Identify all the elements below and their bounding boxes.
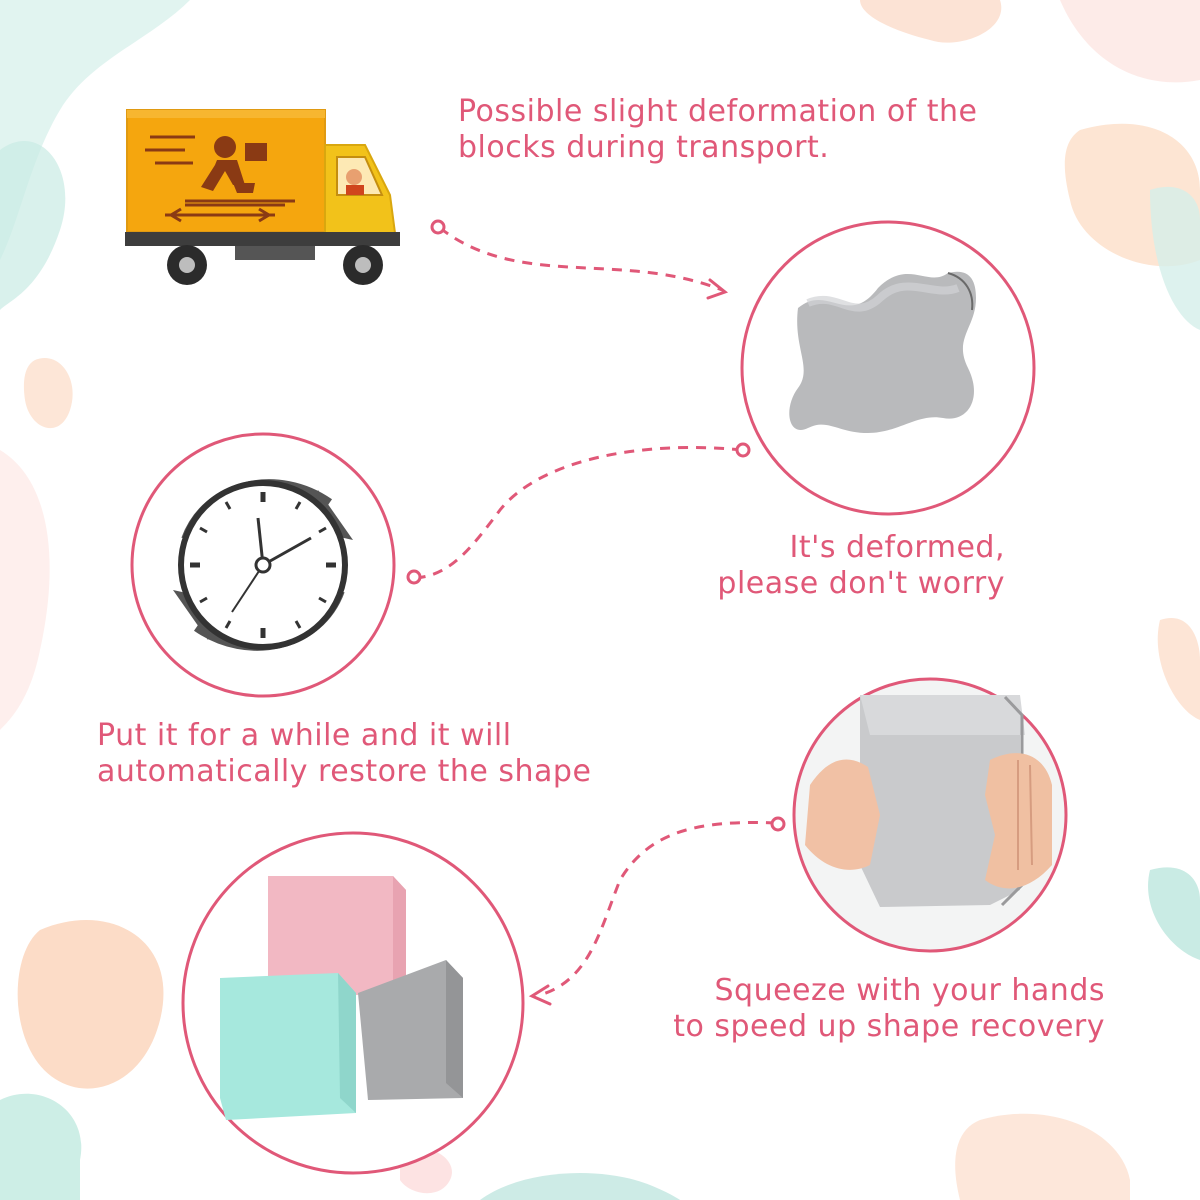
caption-squeeze-hands: Squeeze with your hands to speed up shap… [660,973,1105,1045]
caption-line: please don't worry [717,566,1005,601]
connector-dot-4 [770,816,786,832]
deformed-cube-image [740,220,1036,516]
arrowhead-1 [706,278,729,300]
mint-block [220,973,356,1120]
caption-line: Possible slight deformation of the [458,94,978,129]
foam-blocks-image [181,831,525,1175]
blob-bottom-center-mint [480,1173,680,1200]
blob-right-mint [1150,186,1200,330]
caption-restore-shape: Put it for a while and it will automatic… [97,718,591,790]
connector-dot-3 [406,569,422,585]
caption-line: to speed up shape recovery [673,1009,1105,1044]
clock-second-hand [231,564,264,613]
blob-top-left [0,0,190,260]
delivery-truck-icon [125,109,400,285]
clock-icon [130,432,396,698]
blob-left-peach-small [23,358,73,429]
caption-deformed-dont-worry: It's deformed, please don't worry [700,530,1005,602]
blob-top-peach [860,0,1002,43]
blob-bottom-right-peach [955,1113,1130,1200]
caption-line: blocks during transport. [458,130,830,165]
connector-dot-1 [430,219,446,235]
blob-bottom-right-mint [1148,867,1200,960]
blob-bottom-left-mint [0,1093,82,1200]
pink-block [268,876,406,998]
arrow-cube-to-clock [415,446,743,580]
blob-top-right-pink [1060,0,1200,83]
arrow-truck-to-cube [439,226,723,292]
blob-left-pink-large [0,450,50,730]
arrowhead-2 [528,984,552,1006]
clock-minute-hand [262,536,312,567]
caption-line: Squeeze with your hands [714,973,1105,1008]
gray-block [358,960,463,1100]
blob-right-peach-mid [1157,618,1200,720]
connector-dot-2 [735,442,751,458]
arrow-hands-to-blocks [539,821,777,997]
blob-bottom-left-peach [17,920,164,1089]
blob-left-mint [0,141,66,310]
caption-line: Put it for a while and it will [97,718,512,753]
hands-squeezing-cube-image [792,677,1068,953]
caption-transport-deformation: Possible slight deformation of the block… [458,94,978,166]
caption-line: It's deformed, [789,530,1005,565]
caption-line: automatically restore the shape [97,754,592,789]
